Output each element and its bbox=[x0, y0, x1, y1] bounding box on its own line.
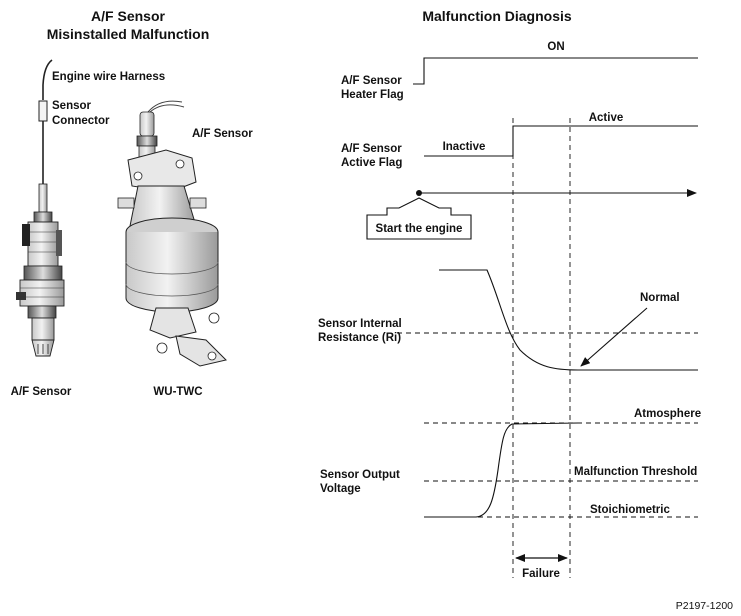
active-label: Active bbox=[589, 112, 624, 124]
figure-id: P2197-1200 bbox=[676, 600, 733, 612]
sensor-caption: A/F Sensor bbox=[11, 386, 72, 398]
stoich-label: Stoichiometric bbox=[590, 504, 670, 516]
sensor-connector bbox=[38, 100, 48, 122]
failure-label-box bbox=[516, 564, 567, 582]
normal-label: Normal bbox=[640, 292, 680, 304]
resistance-label-line2: Resistance (Ri) bbox=[318, 332, 401, 344]
right-panel: Malfunction Diagnosis A/F Sensor Heater … bbox=[318, 8, 701, 582]
af-sensor-drawing bbox=[16, 183, 65, 357]
right-title: Malfunction Diagnosis bbox=[422, 8, 572, 24]
left-panel: A/F Sensor Misinstalled Malfunction Engi… bbox=[11, 8, 254, 398]
heater-on-label: ON bbox=[547, 41, 564, 53]
resistance-curve bbox=[439, 269, 698, 371]
active-flag-label-line2: Active Flag bbox=[341, 157, 402, 169]
voltage-curve bbox=[424, 422, 579, 518]
inactive-label: Inactive bbox=[443, 141, 486, 153]
harness-label: Engine wire Harness bbox=[52, 71, 165, 83]
atmosphere-label: Atmosphere bbox=[634, 408, 701, 420]
heater-flag-label-line1: A/F Sensor bbox=[341, 75, 402, 87]
failure-label: Failure bbox=[522, 568, 560, 580]
active-flag-label-line1: A/F Sensor bbox=[341, 143, 402, 155]
voltage-label-line2: Voltage bbox=[320, 483, 361, 495]
connector-label-line2: Connector bbox=[52, 115, 110, 127]
catalyst-sensor-label: A/F Sensor bbox=[192, 128, 253, 140]
threshold-label: Malfunction Threshold bbox=[574, 466, 697, 478]
start-engine-callout bbox=[366, 197, 472, 240]
left-title-line2: Misinstalled Malfunction bbox=[47, 26, 210, 42]
catalyst-caption: WU-TWC bbox=[153, 386, 202, 398]
resistance-label-line1: Sensor Internal bbox=[318, 318, 402, 330]
active-flag-signal bbox=[424, 125, 698, 157]
normal-arrow bbox=[580, 307, 648, 367]
heater-flag-signal bbox=[413, 57, 698, 85]
start-engine-label: Start the engine bbox=[376, 223, 463, 235]
connector-label-line1: Sensor bbox=[52, 100, 92, 112]
heater-flag-label-line2: Heater Flag bbox=[341, 89, 404, 101]
left-title-line1: A/F Sensor bbox=[91, 8, 165, 24]
voltage-label-line1: Sensor Output bbox=[320, 469, 400, 481]
harness-wire bbox=[42, 59, 53, 100]
catalyst-drawing bbox=[117, 100, 227, 367]
